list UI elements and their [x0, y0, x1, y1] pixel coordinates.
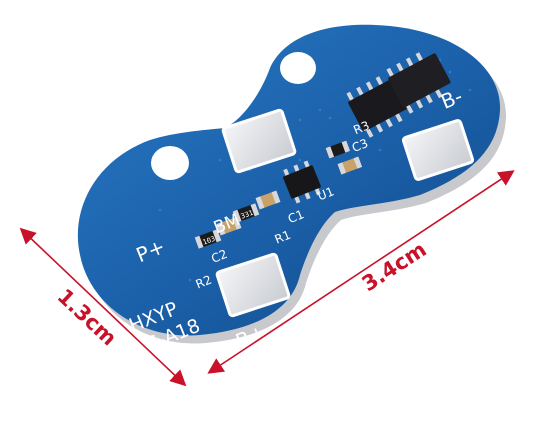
mosfet-chip-2 — [386, 52, 451, 114]
label-p-minus: P- — [241, 47, 267, 76]
ref-r3: R3 — [351, 118, 371, 137]
dimension-width-line — [207, 170, 515, 374]
via-dots — [158, 58, 472, 282]
mount-hole-p-plus — [151, 146, 189, 180]
mount-hole-p-minus — [280, 52, 316, 84]
pad-bm — [221, 108, 297, 174]
ref-c3: C3 — [350, 136, 370, 155]
dimension-height-line — [19, 227, 187, 387]
resistor-r3 — [325, 140, 351, 159]
